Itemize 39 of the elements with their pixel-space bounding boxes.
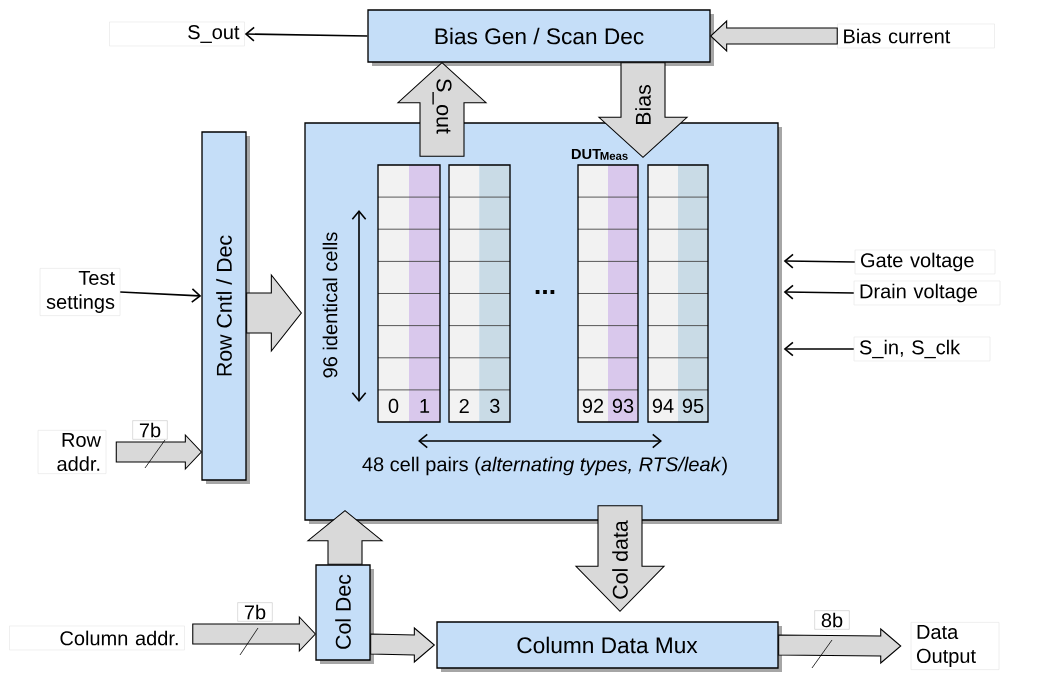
edge-label: Bias <box>635 85 651 124</box>
arrow <box>119 288 202 303</box>
signal-label: Bias current <box>837 23 995 49</box>
signal-label: Row addr. <box>37 430 107 474</box>
block-arrow <box>246 273 303 353</box>
edge-label: 8b <box>814 610 850 630</box>
signal-label: Gate voltage <box>854 249 996 275</box>
signal-label: S_in, S_clk <box>853 336 991 362</box>
cell-label: Meas <box>600 152 628 160</box>
signal-label: Column addr. <box>9 625 185 651</box>
block-arrow <box>192 615 317 653</box>
arrow <box>783 253 856 269</box>
block-arrow <box>306 509 384 565</box>
signal-label: Data Output <box>910 622 1000 670</box>
block-box: Bias Gen / Scan Dec <box>367 9 714 66</box>
block-arrow <box>370 626 436 664</box>
block-arrow <box>115 433 203 471</box>
block-arrow <box>709 19 838 53</box>
edge-label: 7b <box>132 420 168 440</box>
edge-label: 7b <box>237 602 273 622</box>
block-box: Col Dec <box>315 564 374 664</box>
block-arrow <box>597 62 689 159</box>
cell-column: 94 95 <box>647 164 709 423</box>
cell-label: DUT <box>571 148 601 160</box>
cell-column: 0 1 <box>377 164 441 423</box>
arrow <box>783 341 855 357</box>
signal-label: S_out <box>109 21 245 47</box>
cell-column: 92 93 <box>577 164 639 423</box>
signal-label: Drain voltage <box>853 280 1001 306</box>
block-arrow <box>574 505 666 613</box>
block-arrow <box>778 627 902 665</box>
cell-column: 2 3 <box>448 164 511 423</box>
block-box: Row Cntl / Dec <box>201 131 250 484</box>
block-box: Column Data Mux <box>436 621 782 672</box>
arrow <box>244 26 369 42</box>
arrow <box>783 284 855 300</box>
block-arrow <box>396 61 488 157</box>
signal-label: Test settings <box>39 268 121 316</box>
dots: ... <box>535 290 555 294</box>
